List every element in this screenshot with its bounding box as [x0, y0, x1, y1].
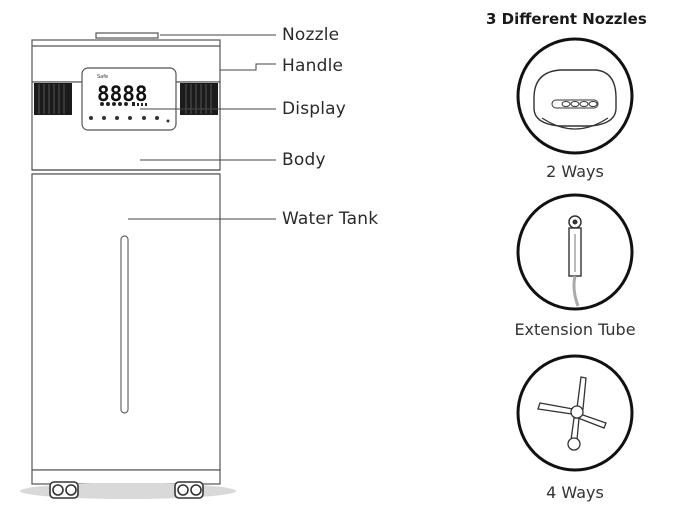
display-small-text: Safe: [97, 74, 108, 80]
right-handle-grip: [180, 83, 218, 115]
water-level-window: [120, 235, 129, 414]
two-ways-nozzle-icon: [516, 37, 634, 155]
four-ways-nozzle-icon: [516, 354, 634, 472]
nozzle-caption-extension-tube: Extension Tube: [514, 320, 636, 339]
extension-tube-nozzle-icon: [516, 193, 634, 311]
handle-label: Handle: [282, 56, 344, 76]
water-tank-label: Water Tank: [282, 209, 379, 229]
left-handle-grip: [34, 83, 72, 115]
leader-lines: [128, 34, 276, 220]
display-label: Display: [282, 99, 347, 119]
device-wheels: [20, 481, 236, 499]
nozzle-caption-two-ways: 2 Ways: [546, 162, 604, 181]
nozzles-title: 3 Different Nozzles: [486, 10, 647, 28]
humidifier-device: [31, 32, 221, 485]
display-status-icons: [100, 102, 147, 106]
front-right-wheel: [174, 481, 204, 499]
nozzle-caption-four-ways: 4 Ways: [546, 483, 604, 502]
body-label: Body: [282, 150, 326, 170]
display-readout: 8888: [97, 82, 148, 106]
display-touch-buttons: [89, 116, 170, 123]
top-nozzle-plate: [95, 32, 159, 39]
display-panel: Safe 8888: [81, 67, 177, 131]
nozzle-label: Nozzle: [282, 25, 340, 45]
front-left-wheel: [49, 481, 79, 499]
handle-leader: [220, 63, 276, 71]
